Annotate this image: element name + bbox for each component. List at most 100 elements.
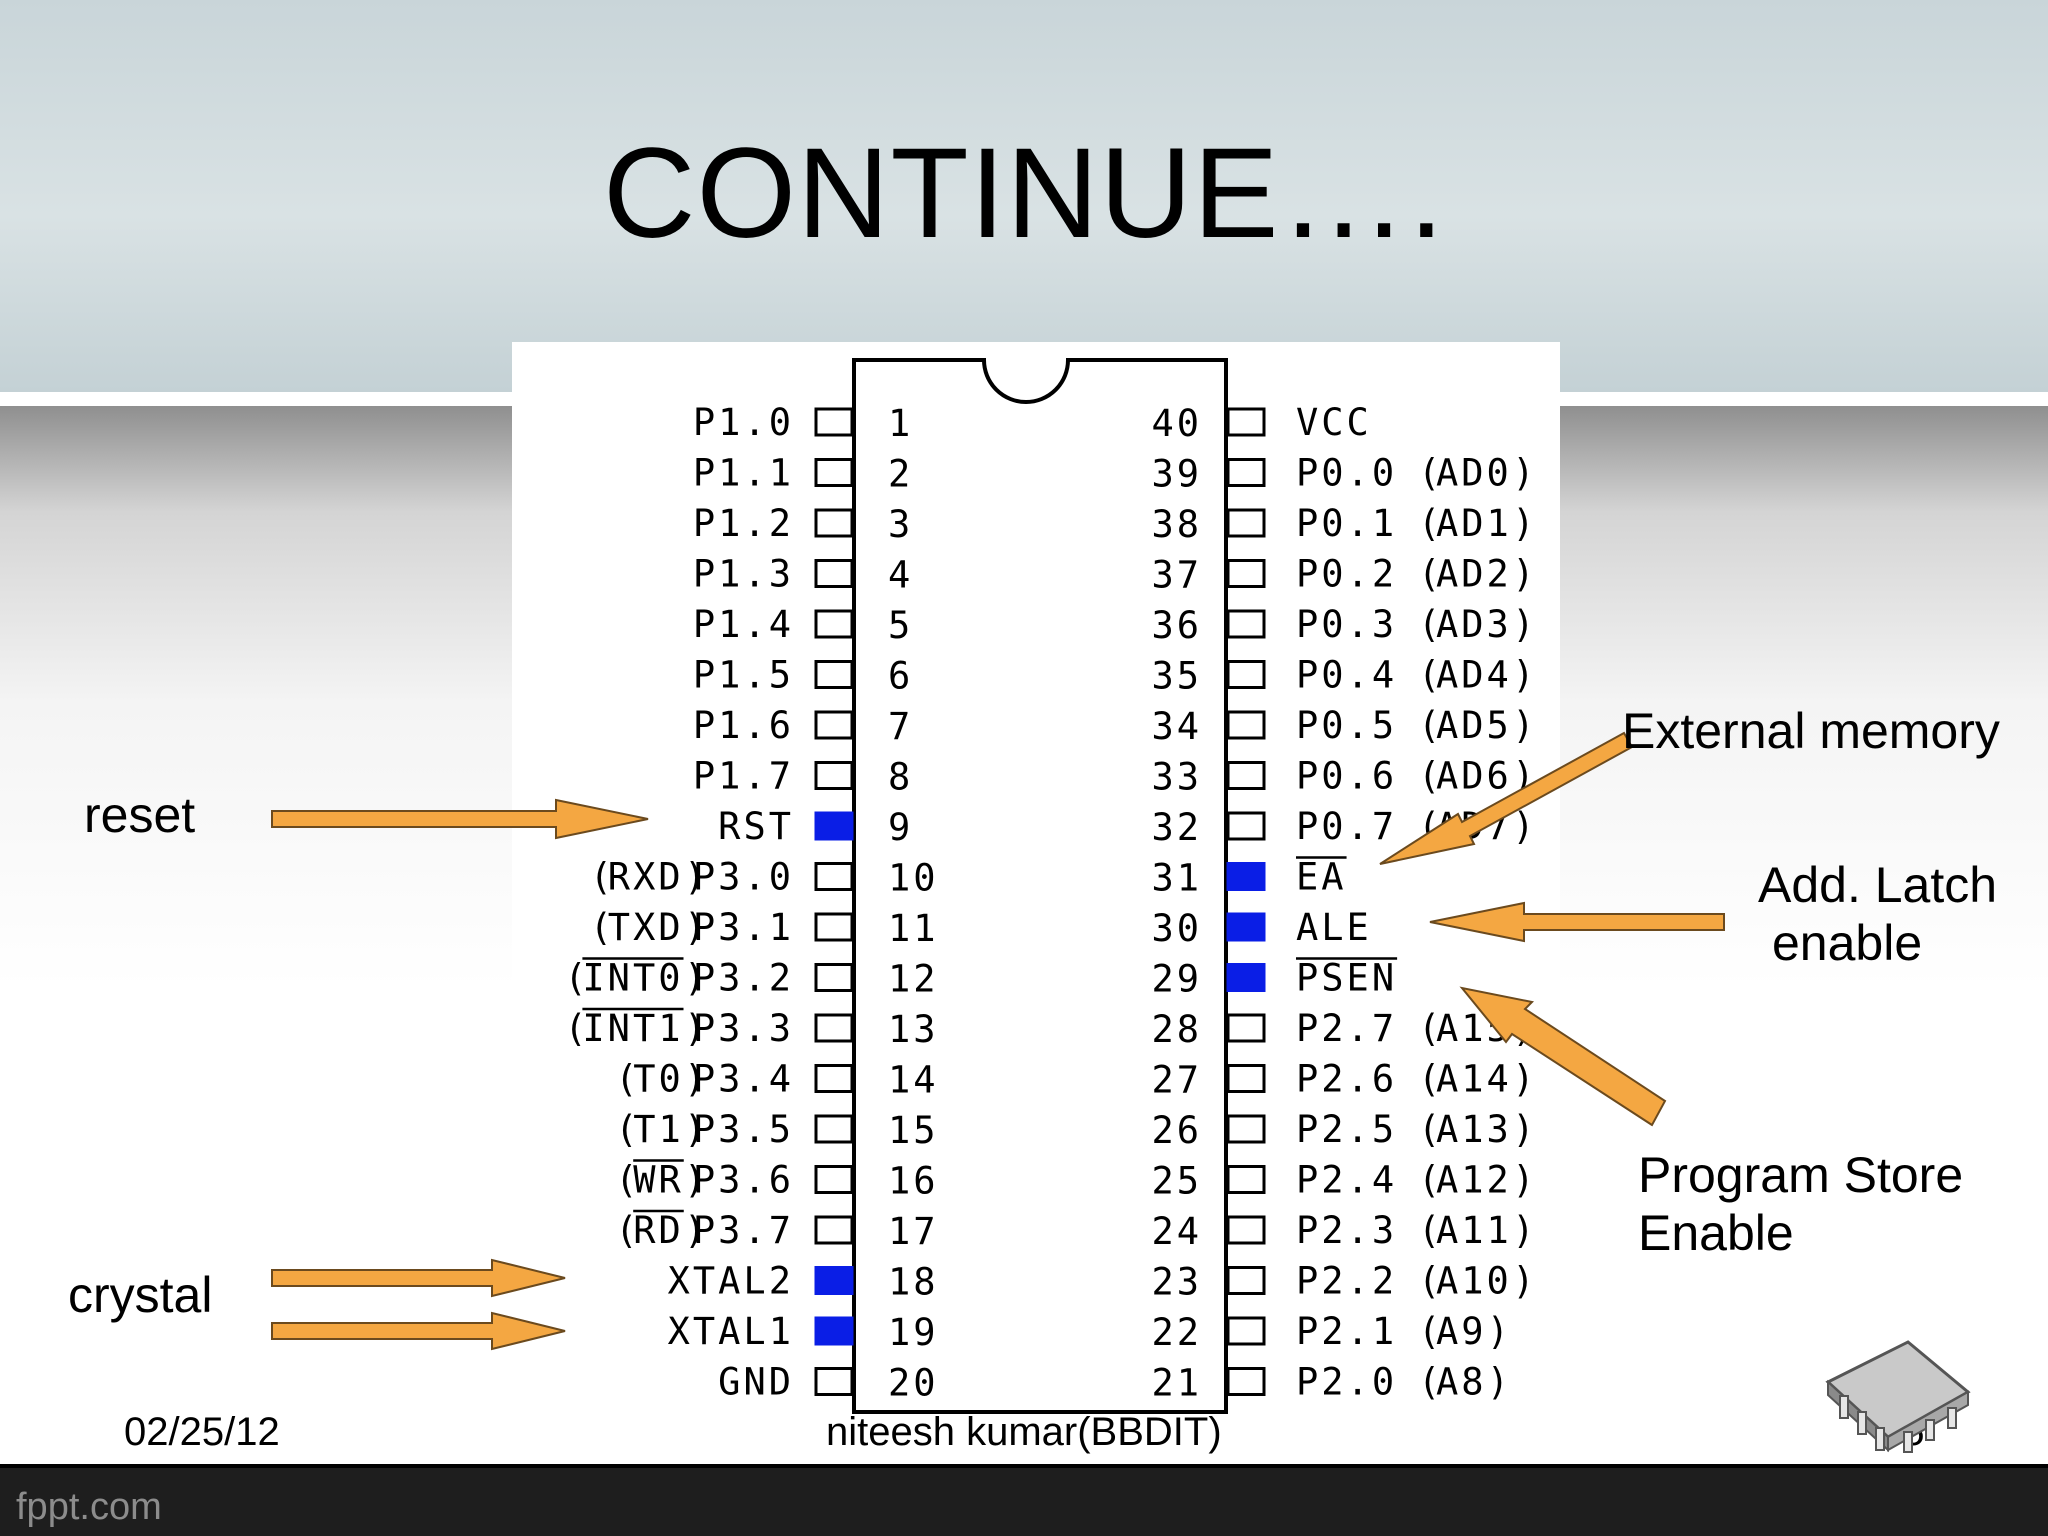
paren-close: ) — [684, 856, 709, 899]
pin-28-pad — [1226, 1013, 1266, 1043]
pin-1-number: 1 — [888, 402, 913, 445]
pin-39-alt-label: AD0 — [1436, 452, 1512, 495]
pin-38-alt-function: (AD1) — [1418, 502, 1534, 545]
pin-12-alt-function: (INT0) — [564, 957, 709, 1000]
pin-5-pad — [814, 609, 854, 639]
pin-23-alt-function: (A10) — [1418, 1260, 1537, 1303]
pin-37-number: 37 — [1151, 554, 1202, 597]
paren-close: ) — [1512, 704, 1537, 747]
pin-26-number: 26 — [1151, 1109, 1202, 1152]
pin-17-alt-label: RD — [633, 1209, 684, 1252]
pin-3-number: 3 — [888, 503, 913, 546]
pin-2-pad — [814, 458, 854, 487]
paren-open: ( — [1418, 1310, 1443, 1353]
pin-35-pad — [1226, 660, 1266, 689]
pin-8-number: 8 — [888, 756, 913, 799]
annotation-crystal: crystal — [68, 1267, 213, 1323]
paren-open: ( — [1418, 1361, 1443, 1404]
paren-open: ( — [1418, 502, 1443, 545]
pin-37-label: P0.2 — [1296, 553, 1397, 596]
paren-close: ) — [1487, 1310, 1512, 1353]
pin-16-alt-function: (WR) — [615, 1159, 706, 1202]
pin-32-label: P0.7 — [1296, 805, 1397, 848]
paren-close: ) — [684, 906, 709, 949]
paren-open: ( — [564, 957, 589, 1000]
pin-33-alt-function: (AD6) — [1418, 755, 1534, 798]
pin-4-number: 4 — [888, 554, 913, 597]
paren-open: ( — [615, 1108, 640, 1151]
pin-10-pad — [814, 862, 854, 891]
pin-33-label: P0.6 — [1296, 755, 1397, 798]
paren-close: ) — [1512, 1260, 1537, 1303]
paren-close: ) — [1512, 805, 1537, 848]
pin-25-label: P2.4 — [1296, 1159, 1397, 1202]
pin-34-number: 34 — [1151, 705, 1202, 748]
paren-close: ) — [684, 957, 709, 1000]
pin-28-label: P2.7 — [1296, 1007, 1397, 1050]
pin-14-alt-function: (T0) — [615, 1058, 709, 1101]
paren-close: ) — [1512, 1159, 1537, 1202]
annotation-program-store-line2: Enable — [1638, 1205, 1794, 1261]
pin-39-number: 39 — [1151, 453, 1202, 496]
pin-1-label: P1.0 — [693, 401, 794, 444]
paren-open: ( — [1418, 654, 1443, 697]
pin-36-number: 36 — [1151, 604, 1202, 647]
pin-6-label: P1.5 — [693, 654, 794, 697]
pin-29-number: 29 — [1151, 958, 1202, 1001]
pin-10-alt-label: RXD — [608, 856, 684, 899]
pin-17-label: P3.7 — [693, 1209, 794, 1252]
paren-open: ( — [1418, 1007, 1443, 1050]
pin-13-pad — [814, 1013, 854, 1043]
pin-14-pad — [814, 1064, 854, 1093]
pin-11-alt-function: (TXD) — [590, 906, 709, 949]
pin-15-alt-function: (T1) — [615, 1108, 709, 1151]
pin-15-number: 15 — [888, 1109, 939, 1152]
pin-25-pad — [1226, 1165, 1266, 1194]
pin-17-pad — [814, 1215, 854, 1245]
slide-footer-bar-edge — [0, 1464, 2048, 1468]
pin-25-alt-label: A12 — [1436, 1159, 1512, 1202]
chip-logo-icon — [1825, 1340, 1971, 1453]
left-pin-group: 1P1.02P1.13P1.24P1.35P1.46P1.57P1.68P1.7… — [564, 401, 939, 1405]
paren-open: ( — [1418, 1058, 1443, 1101]
pin-32-number: 32 — [1151, 806, 1202, 849]
slide-date: 02/25/12 — [124, 1410, 280, 1454]
pin-16-pad — [814, 1165, 854, 1194]
pin-12-pad — [814, 963, 854, 992]
paren-open: ( — [1418, 704, 1443, 747]
paren-close: ) — [684, 1058, 709, 1101]
annotation-external-memory: External memory — [1622, 703, 2000, 759]
pin-26-alt-label: A13 — [1436, 1108, 1512, 1151]
pin-30-label: ALE — [1296, 906, 1372, 949]
pin-2-label: P1.1 — [693, 452, 794, 495]
pin-38-number: 38 — [1151, 503, 1202, 546]
paren-close: ) — [1512, 452, 1537, 495]
reset-arrow — [271, 798, 649, 840]
pin-15-pad — [814, 1114, 854, 1144]
pin-35-number: 35 — [1151, 655, 1202, 698]
pin-38-pad — [1226, 508, 1266, 538]
pin-24-alt-label: A11 — [1436, 1209, 1512, 1252]
annotation-add-latch-line1: Add. Latch — [1758, 857, 1998, 913]
pin-32-pad — [1226, 811, 1266, 841]
slide-footer-bar — [0, 1464, 2048, 1536]
pin-20-number: 20 — [888, 1362, 939, 1405]
pin-8-pad — [814, 761, 854, 790]
pin-33-pad — [1226, 761, 1266, 790]
paren-open: ( — [590, 856, 615, 899]
pin-20-pad — [814, 1367, 854, 1396]
pin-14-label: P3.4 — [693, 1058, 794, 1101]
pin-13-label: P3.3 — [693, 1007, 794, 1050]
pin-34-alt-function: (AD5) — [1418, 704, 1537, 747]
paren-close: ) — [684, 1108, 709, 1151]
pin-26-alt-function: (A13) — [1418, 1108, 1534, 1151]
pin-21-alt-function: (A8) — [1418, 1361, 1509, 1404]
pin-21-number: 21 — [1151, 1362, 1202, 1405]
pin-11-label: P3.1 — [693, 906, 794, 949]
paren-open: ( — [564, 1007, 589, 1050]
pin-17-number: 17 — [888, 1210, 939, 1253]
annotation-add-latch-line2: enable — [1772, 915, 1923, 971]
pin-27-label: P2.6 — [1296, 1058, 1397, 1101]
